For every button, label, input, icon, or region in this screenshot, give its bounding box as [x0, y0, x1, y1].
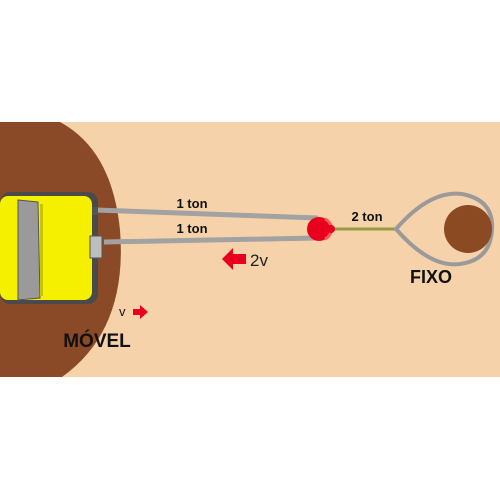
anchor-post	[444, 205, 492, 253]
fixed-rope-load-label: 2 ton	[351, 209, 382, 224]
car	[0, 192, 103, 304]
anchor-loop	[393, 191, 495, 267]
car-body	[0, 196, 92, 300]
right-arrow-icon	[133, 305, 148, 319]
car-bumper	[89, 235, 103, 259]
upper-rope-load-label: 1 ton	[176, 196, 207, 211]
left-arrow-icon	[222, 248, 246, 270]
upper-rope	[95, 207, 319, 221]
car-speed-label: v	[119, 304, 126, 319]
lower-rope	[103, 235, 319, 245]
fixed-point-label: FIXO	[410, 267, 452, 287]
car-hook	[92, 207, 98, 215]
pulley-speed-label: 2v	[250, 251, 268, 270]
lower-rope-load-label: 1 ton	[176, 221, 207, 236]
car-windshield	[17, 199, 41, 301]
pulley	[307, 217, 335, 241]
moving-point-label: MÓVEL	[63, 330, 131, 352]
car-roof-line	[40, 204, 43, 296]
